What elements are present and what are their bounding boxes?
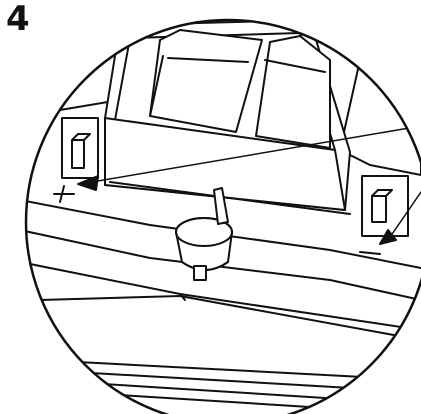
step-number: 4 [6,0,30,39]
battery-cover-front [104,117,346,211]
positive-mark [53,185,75,203]
arrow-icon [77,125,421,245]
positive-symbol: + [0,0,1,1]
negative-symbol: − [0,0,1,1]
battery-cell-left [149,29,263,133]
battery-cell-right [255,35,331,149]
base-tray [26,199,421,269]
magnifier-circle [24,18,421,414]
knob-icon [175,187,233,281]
negative-mark [359,251,381,255]
